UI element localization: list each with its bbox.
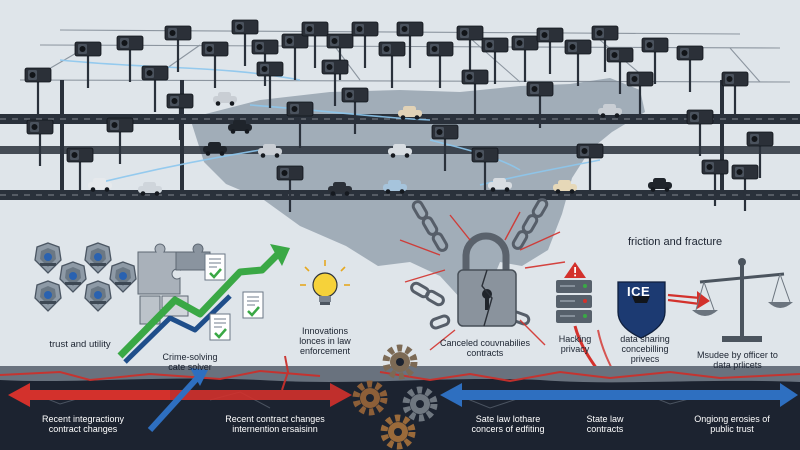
timeline-label-1: Recent integractiony contract changes <box>41 414 125 434</box>
padlock-icon <box>457 232 517 327</box>
timeline-arrows <box>8 368 798 433</box>
trend-arrow-icon <box>117 244 290 364</box>
lightbulb-icon <box>300 260 350 305</box>
warning-icon <box>564 262 586 278</box>
timeline-label-5: Ongiong erosies of public trust <box>694 414 770 434</box>
timeline-label-4: State law contracts <box>586 414 624 434</box>
hacking-label: Hacking privacy <box>558 334 592 354</box>
crime-solving-label: Crime-solving cate solver <box>162 352 218 372</box>
trust-label: trust and utility <box>49 339 111 350</box>
page-title: friction and fracture <box>628 236 723 248</box>
ice-badge-text: ICE <box>627 284 651 299</box>
server-icon <box>556 280 592 323</box>
ice-shield-icon <box>617 281 666 339</box>
innovations-label: Innovations lonces in law enforcement <box>299 326 351 356</box>
timeline-label-3: Sate law lothare concers of edfiting <box>471 414 545 434</box>
timeline-label-2: Recent contract changes internention ers… <box>225 414 325 434</box>
misuse-label: Msudee by officer to data prlicets <box>697 350 778 370</box>
scales-icon <box>692 258 793 342</box>
canceled-contracts-label: Canceled couvnabilies contracts <box>439 338 531 358</box>
ice-data-sharing-label: data sharing concebilling privecs <box>620 334 670 364</box>
